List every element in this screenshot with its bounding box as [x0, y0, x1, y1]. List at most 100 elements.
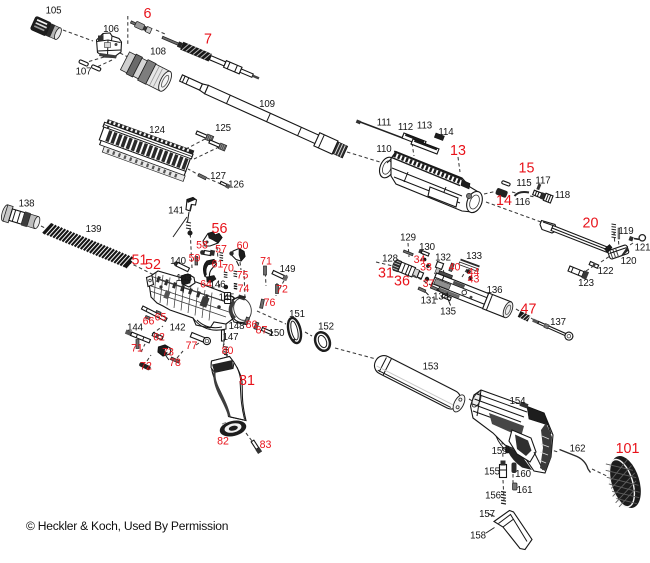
svg-text:132: 132 [435, 253, 451, 264]
svg-text:83: 83 [260, 439, 272, 451]
svg-text:153: 153 [423, 362, 439, 373]
svg-text:117: 117 [535, 176, 550, 187]
svg-text:143: 143 [176, 273, 192, 284]
svg-text:155: 155 [484, 467, 500, 478]
svg-text:134: 134 [433, 292, 450, 303]
svg-text:40: 40 [449, 262, 461, 274]
svg-text:71: 71 [260, 256, 272, 268]
svg-text:113: 113 [417, 121, 432, 132]
svg-text:106: 106 [103, 24, 119, 35]
svg-text:73: 73 [162, 347, 174, 359]
svg-text:128: 128 [382, 254, 398, 265]
svg-text:81: 81 [239, 373, 255, 389]
svg-text:124: 124 [149, 125, 166, 136]
svg-text:140: 140 [170, 256, 187, 267]
svg-text:66: 66 [143, 316, 155, 328]
svg-text:77: 77 [186, 340, 198, 352]
svg-text:7: 7 [204, 32, 212, 48]
svg-text:108: 108 [150, 47, 166, 58]
svg-text:120: 120 [621, 256, 638, 267]
svg-text:133: 133 [466, 251, 482, 262]
svg-text:159: 159 [492, 446, 508, 457]
svg-text:72: 72 [140, 361, 152, 373]
svg-text:125: 125 [215, 123, 231, 134]
svg-text:14: 14 [496, 193, 512, 209]
svg-text:36: 36 [394, 274, 410, 290]
svg-text:138: 138 [19, 199, 35, 210]
svg-text:71: 71 [131, 343, 143, 355]
svg-text:139: 139 [86, 224, 102, 235]
svg-text:64: 64 [200, 279, 212, 291]
svg-text:© Heckler & Koch, Used By Perm: © Heckler & Koch, Used By Permission [26, 519, 228, 533]
svg-text:123: 123 [578, 278, 594, 289]
svg-text:131: 131 [421, 296, 437, 307]
svg-text:57: 57 [215, 244, 227, 256]
svg-text:76: 76 [264, 297, 276, 309]
svg-text:135: 135 [440, 307, 456, 318]
svg-text:112: 112 [398, 122, 413, 133]
svg-text:148: 148 [229, 321, 245, 332]
svg-text:136: 136 [487, 285, 503, 296]
svg-text:105: 105 [46, 6, 62, 17]
svg-text:130: 130 [419, 242, 436, 253]
svg-text:160: 160 [515, 469, 532, 480]
svg-text:75: 75 [237, 270, 249, 282]
svg-text:74: 74 [238, 283, 250, 295]
svg-text:101: 101 [616, 441, 640, 457]
svg-text:107: 107 [76, 67, 92, 78]
svg-text:145: 145 [219, 293, 235, 304]
svg-text:149: 149 [280, 264, 296, 275]
svg-text:78: 78 [169, 357, 181, 369]
svg-text:31: 31 [378, 266, 394, 282]
svg-text:116: 116 [515, 197, 530, 208]
svg-text:157: 157 [479, 509, 495, 520]
svg-text:111: 111 [377, 118, 391, 129]
svg-text:72: 72 [276, 284, 288, 296]
svg-text:129: 129 [400, 233, 416, 244]
svg-text:47: 47 [521, 302, 537, 318]
svg-text:147: 147 [223, 332, 239, 343]
svg-text:58: 58 [196, 240, 208, 252]
svg-text:119: 119 [618, 226, 633, 237]
svg-text:87: 87 [256, 325, 268, 337]
svg-text:154: 154 [510, 396, 527, 407]
svg-text:150: 150 [269, 328, 286, 339]
svg-text:13: 13 [450, 143, 466, 159]
svg-text:6: 6 [144, 6, 152, 22]
svg-text:152: 152 [318, 322, 334, 333]
svg-text:65: 65 [155, 312, 167, 324]
svg-text:158: 158 [470, 531, 486, 542]
svg-text:51: 51 [132, 253, 148, 269]
svg-text:144: 144 [127, 323, 144, 334]
svg-text:44: 44 [468, 267, 480, 279]
svg-text:137: 137 [550, 317, 566, 328]
svg-text:70: 70 [222, 263, 234, 275]
svg-text:146: 146 [210, 280, 226, 291]
svg-text:82: 82 [217, 436, 229, 448]
svg-text:156: 156 [485, 491, 501, 502]
svg-text:80: 80 [222, 345, 234, 357]
svg-text:142: 142 [170, 323, 186, 334]
svg-text:114: 114 [438, 127, 454, 138]
svg-text:52: 52 [145, 257, 161, 273]
svg-text:161: 161 [517, 485, 533, 496]
svg-text:37: 37 [423, 278, 435, 290]
svg-text:109: 109 [259, 99, 275, 110]
svg-text:110: 110 [376, 144, 392, 155]
svg-text:62: 62 [153, 332, 165, 344]
svg-text:15: 15 [519, 161, 535, 177]
svg-text:162: 162 [570, 444, 586, 455]
svg-text:56: 56 [212, 221, 228, 237]
svg-text:151: 151 [289, 309, 305, 320]
svg-text:126: 126 [228, 180, 244, 191]
svg-text:61: 61 [212, 259, 224, 271]
svg-text:43: 43 [468, 274, 480, 286]
svg-text:60: 60 [237, 240, 249, 252]
svg-text:122: 122 [598, 266, 614, 277]
svg-text:59: 59 [189, 253, 201, 265]
svg-text:121: 121 [635, 243, 650, 254]
svg-text:115: 115 [516, 178, 531, 189]
svg-text:34: 34 [414, 254, 426, 266]
svg-text:127: 127 [210, 171, 226, 182]
svg-text:20: 20 [583, 216, 599, 232]
